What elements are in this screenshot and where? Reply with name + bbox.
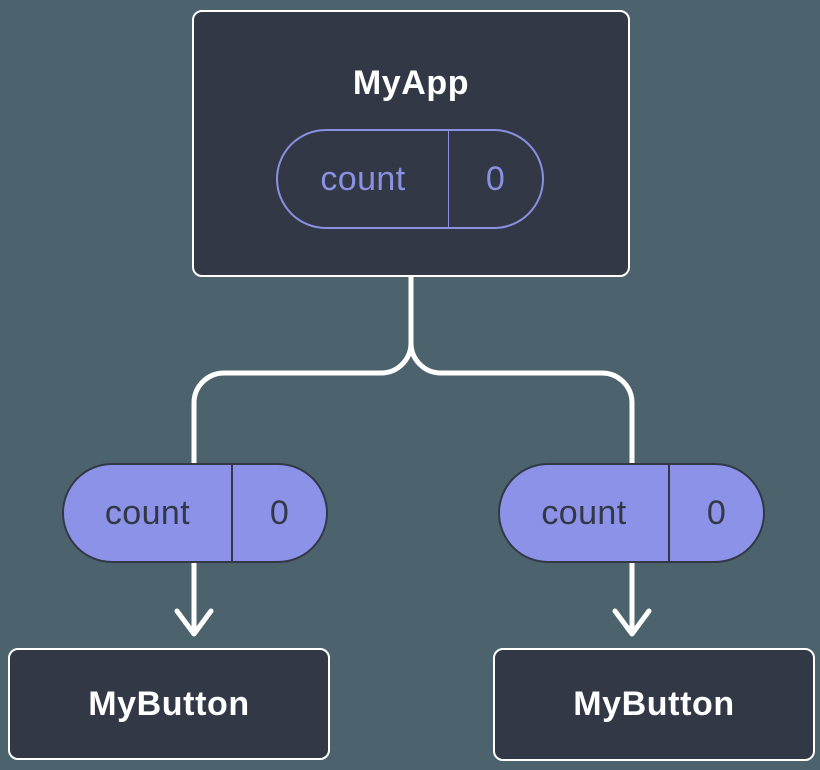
component-title: MyButton <box>573 685 735 723</box>
component-title: MyApp <box>352 64 470 102</box>
state-pill-label: count <box>320 159 406 198</box>
branch-line-left <box>191 274 414 634</box>
component-node-mybutton-right: MyButton <box>493 648 815 761</box>
prop-pill-value: 0 <box>668 465 763 561</box>
prop-pill-label: count <box>541 493 627 532</box>
state-pill-value: 0 <box>448 131 542 227</box>
prop-pill-left: count 0 <box>62 463 328 563</box>
state-pill: count 0 <box>276 129 544 229</box>
arrow-down-icon <box>174 608 214 637</box>
prop-pill-right: count 0 <box>498 463 765 563</box>
branch-line-right <box>408 274 635 634</box>
component-title: MyButton <box>88 684 250 723</box>
prop-pill-value: 0 <box>231 465 326 561</box>
prop-pill-label: count <box>104 493 191 532</box>
arrow-down-icon <box>612 608 652 637</box>
component-node-myapp: MyApp count 0 <box>192 10 630 277</box>
component-node-mybutton-left: MyButton <box>8 648 330 760</box>
